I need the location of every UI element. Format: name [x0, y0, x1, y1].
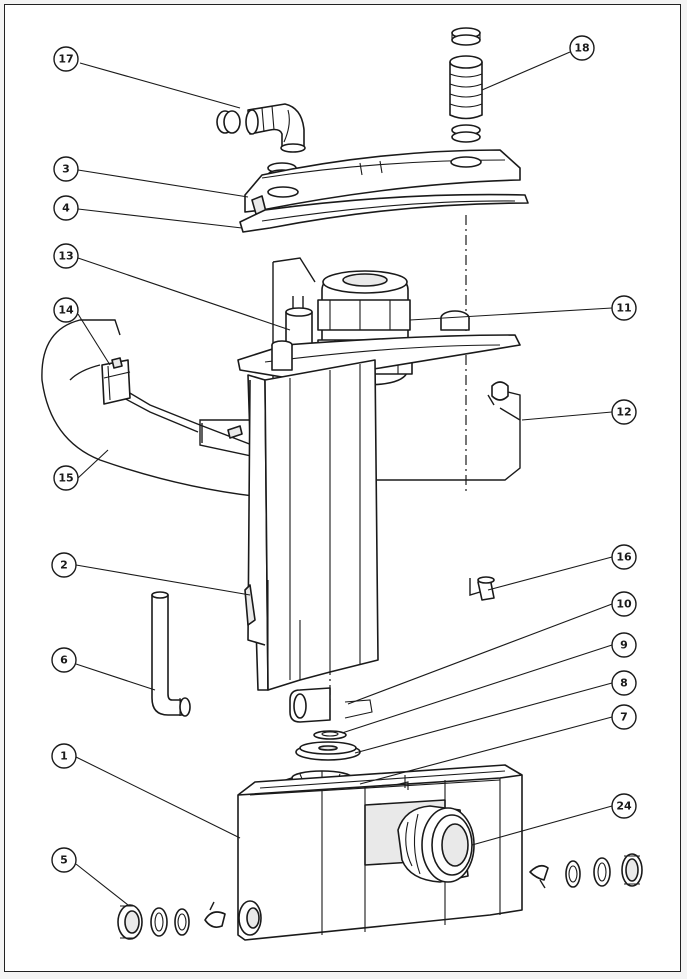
part-12-cable-clip	[487, 381, 521, 420]
callout-12: 12	[611, 399, 637, 425]
callout-5: 5	[51, 847, 77, 873]
leader-line-18	[481, 51, 571, 91]
callout-label-12: 12	[616, 406, 631, 419]
part-1-tank	[237, 764, 523, 941]
leader-line-2	[75, 564, 251, 596]
leader-line-9	[341, 644, 613, 734]
callout-label-17: 17	[58, 53, 73, 66]
callout-label-13: 13	[58, 250, 73, 263]
leader-line-10	[347, 603, 613, 705]
callout-3: 3	[53, 156, 79, 182]
part-17-elbow-connector	[216, 103, 306, 181]
callout-label-24: 24	[616, 800, 632, 813]
leader-line-6	[75, 663, 156, 691]
callout-label-5: 5	[60, 854, 68, 867]
part-3-top-cover	[244, 149, 521, 215]
part-16-float	[469, 576, 495, 601]
callout-label-10: 10	[616, 598, 632, 611]
callout-label-9: 9	[620, 639, 628, 652]
leader-line-11	[409, 307, 613, 321]
callout-18: 18	[569, 35, 595, 61]
callout-8: 8	[611, 670, 637, 696]
leader-line-4	[77, 208, 243, 229]
leader-line-17	[79, 62, 241, 109]
callout-label-7: 7	[620, 711, 628, 724]
callout-2: 2	[51, 552, 77, 578]
callout-label-16: 16	[616, 551, 632, 564]
callout-6: 6	[51, 647, 77, 673]
leader-line-14	[77, 313, 111, 366]
callout-11: 11	[611, 295, 637, 321]
callout-13: 13	[53, 243, 79, 269]
callout-17: 17	[53, 46, 79, 72]
callout-label-1: 1	[60, 750, 68, 763]
part-2-housing	[237, 310, 521, 691]
callout-7: 7	[611, 704, 637, 730]
callout-label-14: 14	[58, 304, 74, 317]
part-10-shaft-seal	[289, 687, 373, 723]
callout-label-2: 2	[60, 559, 68, 572]
callout-label-3: 3	[62, 163, 70, 176]
callout-15: 15	[53, 465, 79, 491]
leader-line-12	[521, 411, 613, 421]
callout-16: 16	[611, 544, 637, 570]
callout-label-11: 11	[616, 302, 631, 315]
callout-label-15: 15	[58, 472, 73, 485]
part-4-gasket	[239, 193, 529, 233]
leader-line-7	[359, 716, 613, 785]
callout-1: 1	[51, 743, 77, 769]
leader-line-13	[77, 257, 291, 331]
callout-4: 4	[53, 195, 79, 221]
leader-line-24	[471, 805, 613, 846]
callout-label-8: 8	[620, 677, 628, 690]
callout-14: 14	[53, 297, 79, 323]
right-inlet-rings	[529, 853, 643, 889]
callout-label-18: 18	[574, 42, 589, 55]
callout-9: 9	[611, 632, 637, 658]
leader-line-15	[77, 449, 109, 479]
leader-line-5	[75, 863, 129, 906]
leader-line-1	[75, 756, 241, 839]
part-8-impeller	[295, 741, 361, 761]
part-24-inlet-connector	[397, 805, 475, 883]
part-14-pressure-switch	[101, 357, 131, 405]
part-9-seal-ring	[313, 730, 347, 740]
callout-24: 24	[611, 793, 637, 819]
callout-10: 10	[611, 591, 637, 617]
callout-label-6: 6	[60, 654, 68, 667]
callout-label-4: 4	[62, 202, 70, 215]
leader-line-8	[354, 682, 613, 754]
part-6-vent-tube	[151, 591, 191, 717]
part-5-inlet-rings	[117, 900, 262, 940]
leader-line-16	[487, 556, 613, 591]
leader-line-3	[77, 169, 249, 198]
part-18-outlet-connector	[449, 27, 483, 143]
